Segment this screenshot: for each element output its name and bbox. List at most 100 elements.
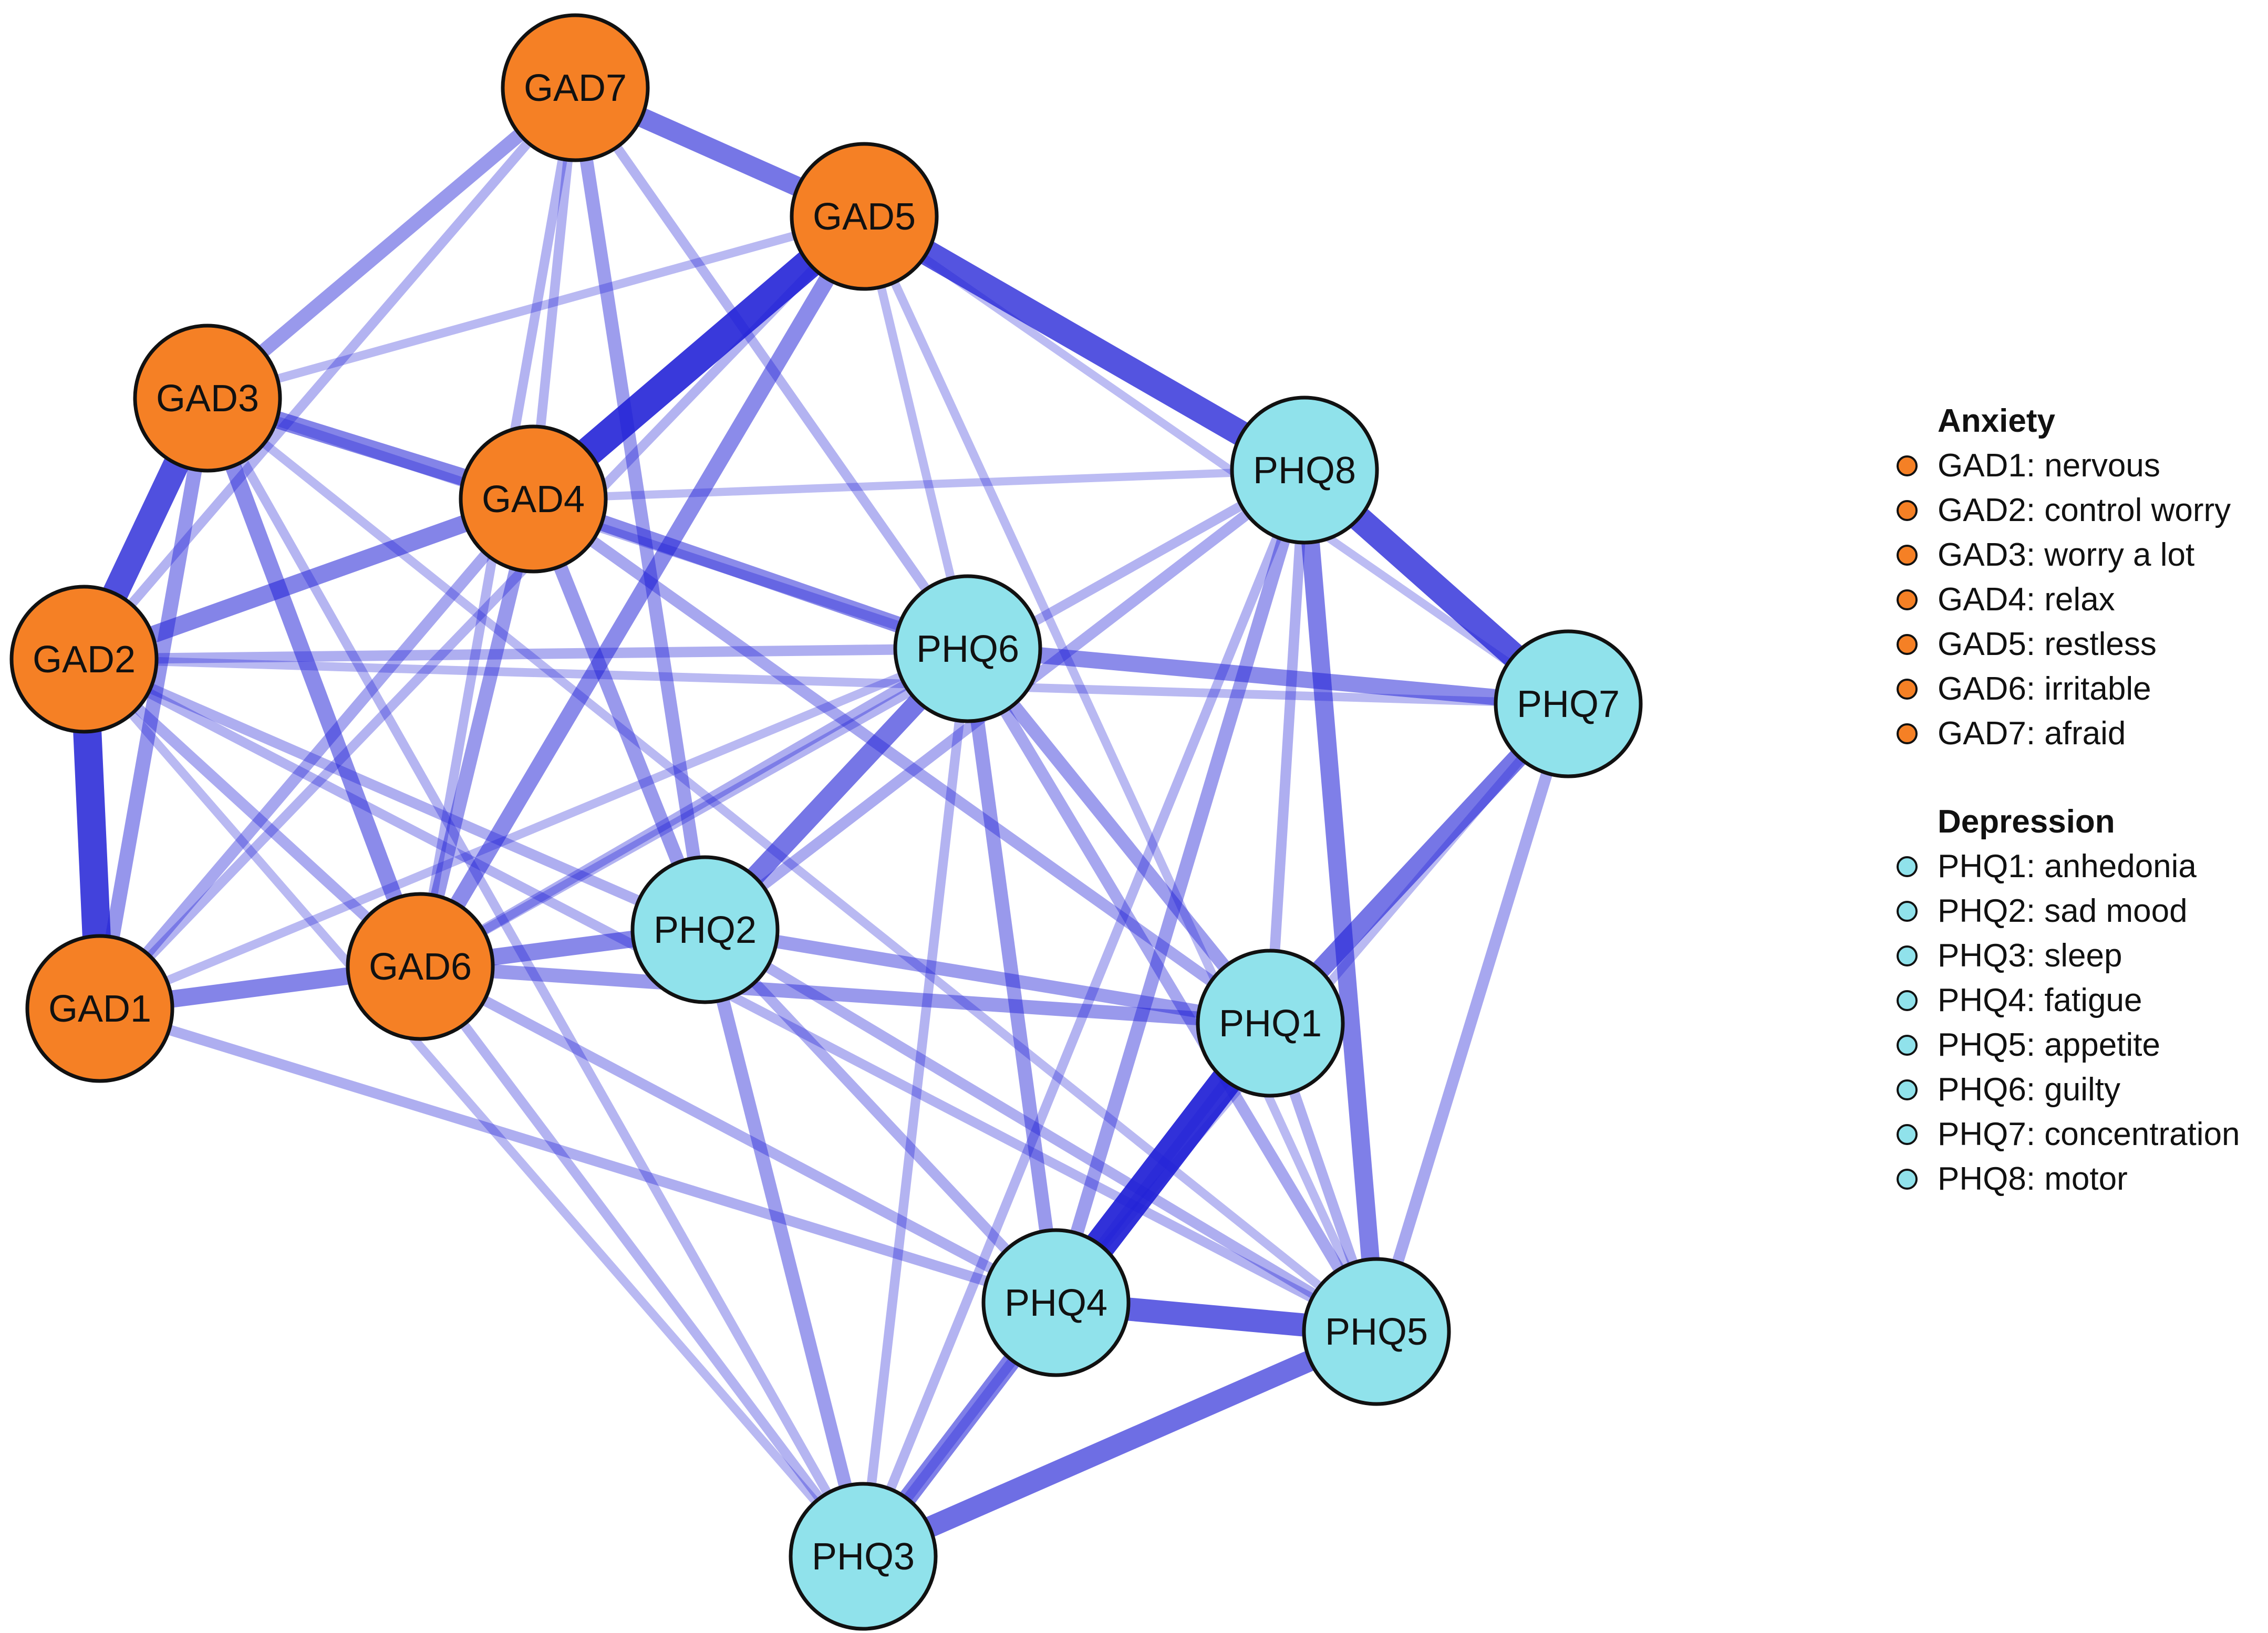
legend-item-label: PHQ2: sad mood <box>1938 893 2188 929</box>
node-label: PHQ8 <box>1253 450 1356 492</box>
node-gad5: GAD5 <box>790 142 939 291</box>
edge-gad5-gad3 <box>206 212 866 402</box>
edge-gad6-phq3 <box>416 963 867 1559</box>
depression-dot-icon <box>1897 990 1918 1011</box>
edge-gad4-phq2 <box>526 496 712 932</box>
depression-dot-icon <box>1897 945 1918 966</box>
node-phq2: PHQ2 <box>630 855 780 1004</box>
edge-phq8-phq4 <box>1049 468 1311 1305</box>
node-label: PHQ7 <box>1517 683 1620 725</box>
legend-item: GAD3: worry a lot <box>1897 537 2194 573</box>
depression-dot-icon <box>1897 1035 1918 1056</box>
edge-phq2-phq5 <box>702 925 1380 1336</box>
legend-item: PHQ7: concentration <box>1897 1116 2240 1152</box>
edge-phq2-phq1 <box>703 923 1272 1030</box>
legend-item-label: PHQ4: fatigue <box>1938 982 2142 1018</box>
legend-item: PHQ8: motor <box>1897 1161 2128 1197</box>
edge-gad4-phq1 <box>530 494 1274 1028</box>
edge-gad1-gad5 <box>96 213 868 1012</box>
anxiety-dot-icon <box>1897 545 1918 566</box>
edge-phq7-phq5 <box>1371 702 1574 1334</box>
edge-phq6-phq4 <box>960 648 1063 1304</box>
edge-gad4-gad6 <box>413 497 540 969</box>
depression-dot-icon <box>1897 1169 1918 1190</box>
node-phq5: PHQ5 <box>1302 1257 1451 1406</box>
legend-item: PHQ6: guilty <box>1897 1072 2120 1108</box>
edge-phq2-phq4 <box>701 926 1060 1306</box>
node-label: GAD3 <box>156 378 259 420</box>
node-circle <box>1302 1257 1451 1406</box>
edge-phq6-phq3 <box>858 648 973 1557</box>
anxiety-dot-icon <box>1897 634 1918 655</box>
legend-item: GAD4: relax <box>1897 581 2115 618</box>
node-label: GAD2 <box>33 639 136 681</box>
legend-item-label: GAD2: control worry <box>1938 492 2231 528</box>
node-circle <box>1494 629 1643 778</box>
depression-dot-icon <box>1897 1079 1918 1100</box>
edge-gad4-phq8 <box>533 466 1305 503</box>
edge-phq6-phq1 <box>962 644 1276 1027</box>
edge-gad5-gad6 <box>413 212 872 971</box>
legend-item: PHQ3: sleep <box>1897 938 2122 974</box>
depression-dot-icon <box>1897 1124 1918 1145</box>
legend-item-label: PHQ5: appetite <box>1938 1027 2160 1063</box>
node-label: GAD4 <box>482 479 585 521</box>
edge-gad3-gad1 <box>92 397 215 1010</box>
node-gad7: GAD7 <box>501 13 650 162</box>
legend-item-label: GAD5: restless <box>1938 626 2157 662</box>
edge-phq3-phq5 <box>858 1322 1381 1566</box>
depression-dot-icon <box>1897 901 1918 922</box>
node-label: PHQ4 <box>1004 1282 1107 1324</box>
legend-item: PHQ2: sad mood <box>1897 893 2188 929</box>
edge-gad2-phq2 <box>82 654 707 935</box>
legend-item: GAD2: control worry <box>1897 492 2231 528</box>
legend-item-label: PHQ7: concentration <box>1938 1116 2240 1152</box>
edge-gad6-phq8 <box>418 466 1307 971</box>
node-circle <box>501 13 650 162</box>
node-circle <box>630 855 780 1004</box>
edge-gad5-phq5 <box>860 214 1381 1334</box>
node-circle <box>133 324 282 473</box>
edge-gad2-phq6 <box>84 643 968 664</box>
legend-item-label: GAD6: irritable <box>1938 671 2151 707</box>
edge-phq6-phq7 <box>967 640 1569 712</box>
edge-phq6-phq5 <box>962 646 1382 1335</box>
edge-gad7-gad3 <box>203 82 580 404</box>
node-phq1: PHQ1 <box>1196 949 1345 1098</box>
legend-item-label: PHQ8: motor <box>1938 1161 2128 1197</box>
edge-gad6-phq4 <box>418 962 1059 1307</box>
edge-gad6-phq1 <box>420 959 1271 1031</box>
edge-gad1-gad4 <box>95 495 538 1013</box>
depression-dot-icon <box>1897 856 1918 877</box>
anxiety-dot-icon <box>1897 455 1918 476</box>
node-phq3: PHQ3 <box>789 1482 938 1631</box>
node-gad1: GAD1 <box>25 934 174 1083</box>
legend-item-label: PHQ6: guilty <box>1938 1072 2120 1108</box>
edge-phq8-phq1 <box>1265 470 1310 1024</box>
edge-gad4-phq6 <box>530 491 971 657</box>
legend-item-label: PHQ1: anhedonia <box>1938 848 2197 885</box>
node-gad6: GAD6 <box>346 892 495 1041</box>
node-label: GAD7 <box>524 67 627 109</box>
node-circle <box>789 1482 938 1631</box>
node-label: PHQ1 <box>1219 1003 1322 1045</box>
node-gad3: GAD3 <box>133 324 282 473</box>
edge-gad3-phq3 <box>203 396 867 1559</box>
legend-item-label: PHQ3: sleep <box>1938 938 2122 974</box>
edge-phq2-phq3 <box>698 928 870 1558</box>
node-phq7: PHQ7 <box>1494 629 1643 778</box>
node-circle <box>25 934 174 1083</box>
edge-gad3-gad6 <box>200 395 428 970</box>
node-circle <box>1196 949 1345 1098</box>
node-circle <box>981 1228 1131 1377</box>
legend-item: GAD1: nervous <box>1897 448 2160 484</box>
anxiety-dot-icon <box>1897 589 1918 610</box>
node-label: PHQ6 <box>916 628 1019 670</box>
edge-gad6-phq6 <box>418 644 970 971</box>
legend-anxiety-title: Anxiety <box>1938 403 2055 439</box>
legend-depression-title: Depression <box>1938 804 2115 840</box>
